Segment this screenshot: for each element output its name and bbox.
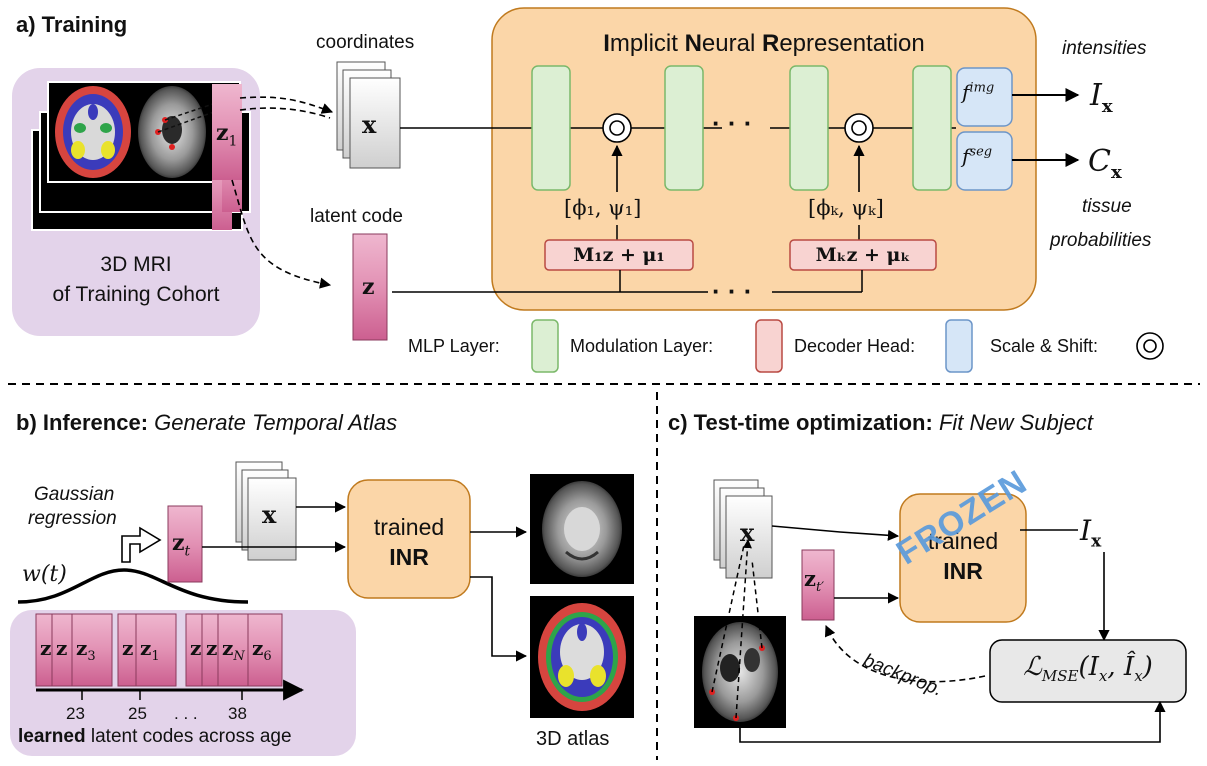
legend-modulation-label: Modulation Layer: (570, 336, 714, 356)
dashed-arrow-to-latent (231, 179, 332, 289)
learned-caption: learned latent codes across age (18, 726, 292, 747)
head-img-label: fimg (962, 80, 995, 104)
modulation-1-label: M₁z + μ₁ (573, 244, 665, 266)
tto-output-intensity: Ix (1080, 514, 1102, 552)
learned-code-label: z6 (252, 636, 272, 664)
learned-code-label: zN (222, 636, 245, 664)
learned-code-bar (135, 613, 177, 687)
tick-23: 23 (66, 704, 85, 723)
probabilities-label: probabilities (1050, 230, 1152, 251)
learned-code-label: z (190, 636, 202, 660)
learned-code-bar (71, 613, 113, 687)
gaussian-curve (17, 568, 249, 604)
modulation-layer-1 (544, 239, 694, 271)
tick-ellipsis: . . . (174, 704, 198, 723)
learned-code-bar (247, 613, 283, 687)
latent-symbol-a: z (362, 274, 375, 300)
coordinate-stack-b (235, 461, 297, 561)
latent-code-label: latent code (310, 206, 403, 227)
layer-ellipsis: · · · (712, 108, 753, 138)
regression-arrow (121, 526, 162, 563)
decoder-head-img (956, 67, 1013, 127)
output-seg: Cx (1088, 144, 1122, 183)
learned-code-label: z (122, 636, 134, 660)
head-seg-label: fseg (962, 144, 993, 168)
gaussian-label: Gaussian (34, 484, 115, 505)
trained-inr-b-label: trained INR (373, 514, 445, 570)
tick-38: 38 (228, 704, 247, 723)
phi-1-label: [ϕ₁, ψ₁] (564, 196, 642, 220)
section-c-title: c) Test-time optimization: Fit New Subje… (668, 410, 1094, 435)
coord-symbol-c: x (740, 518, 755, 547)
modulation-k-label: Mₖz + μₖ (815, 244, 911, 266)
atlas-label: 3D atlas (536, 728, 610, 750)
modulation-layer-k (789, 239, 937, 271)
legend-decoder-label: Decoder Head: (794, 336, 916, 356)
learned-code-label: z (206, 636, 218, 660)
frozen-inr-label: trained INR (927, 528, 999, 584)
zt-label: zt (172, 530, 191, 560)
zt-prime-bar (801, 549, 835, 621)
coord-symbol-a: x (362, 110, 377, 139)
zt-prime-label: zt′ (804, 566, 825, 596)
training-mri-stack (31, 81, 251, 231)
latent-ellipsis: · · · (712, 276, 753, 306)
dashed-arrow-to-coordinates (239, 96, 334, 114)
mlp-layer-4 (912, 65, 952, 191)
mlp-layer-2 (664, 65, 704, 191)
tissue-label: tissue (1082, 196, 1132, 217)
cohort-caption: 3D MRI of Training Cohort (52, 253, 220, 306)
coord-symbol-b: x (262, 500, 277, 529)
atlas-grey-image (530, 474, 634, 584)
mlp-layer-3 (789, 65, 829, 191)
scale-shift-node-1 (602, 113, 632, 143)
weight-func-label: w(t) (22, 562, 67, 587)
legend-scale-shift-icon (1136, 332, 1164, 360)
loss-box (989, 639, 1187, 703)
section-b-title: b) Inference: Generate Temporal Atlas (16, 410, 398, 435)
inr-title: Implicit Neural Representation (603, 30, 925, 57)
learned-code-bars (35, 613, 283, 687)
loss-formula: ℒMSE(Ix, Îx) (1023, 652, 1153, 686)
mlp-layer-1 (531, 65, 571, 191)
legend-mlp-label: MLP Layer: (408, 336, 500, 356)
regression-label: regression (28, 508, 117, 529)
atlas-seg-image (530, 596, 634, 718)
intensities-label: intensities (1062, 38, 1147, 59)
frozen-inr (899, 493, 1027, 623)
learned-code-label: z (56, 636, 68, 660)
phi-k-label: [ϕₖ, ψₖ] (808, 196, 884, 220)
output-intensity: Ix (1090, 78, 1113, 117)
learned-code-label: z3 (76, 636, 96, 664)
latent-code-bar (352, 233, 388, 341)
subject-mri-image (694, 616, 786, 728)
coordinate-stack-a (336, 61, 401, 169)
cohort-z1: z1 (216, 120, 238, 150)
learned-code-label: z (40, 636, 52, 660)
scale-shift-node-k (844, 113, 874, 143)
legend-modulation-swatch (755, 319, 783, 373)
coordinates-label: coordinates (316, 32, 415, 53)
backprop-arrow (824, 624, 986, 683)
legend-decoder-swatch (945, 319, 973, 373)
zt-bar (167, 505, 203, 583)
legend-mlp-swatch (531, 319, 559, 373)
trained-inr-b (347, 479, 471, 599)
learned-code-label: z1 (140, 636, 160, 664)
legend-scale-shift-label: Scale & Shift: (990, 336, 1099, 356)
section-a-title: a) Training (16, 12, 128, 37)
tick-25: 25 (128, 704, 147, 723)
